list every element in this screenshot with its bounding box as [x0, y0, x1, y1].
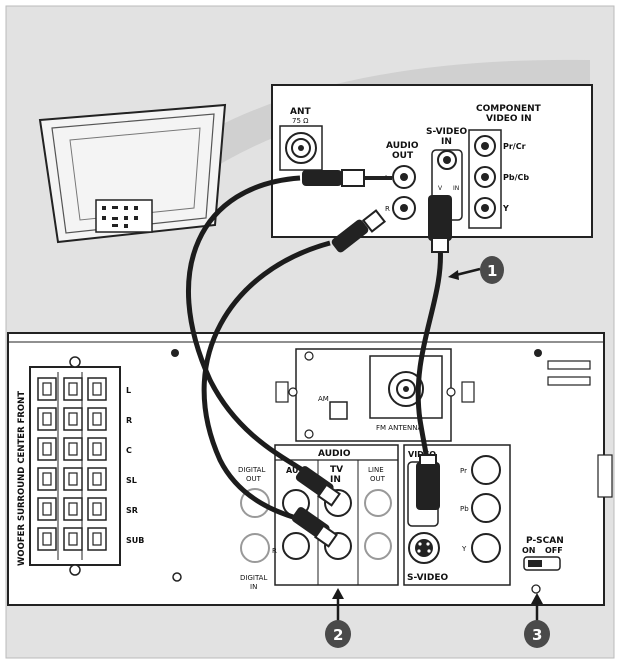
- component-title-1: COMPONENT: [476, 104, 542, 114]
- speaker-row-label: L: [126, 386, 131, 395]
- component-pb-label: Pb/Cb: [503, 173, 529, 182]
- svideo-out-label: S-VIDEO: [407, 573, 448, 583]
- digital-out-label-1: DIGITAL: [238, 466, 265, 474]
- speaker-terminal-slot: [42, 382, 52, 396]
- callout-1: 1: [448, 256, 504, 284]
- ant-ohm-label: 75 Ω: [292, 117, 309, 125]
- pscan-on-label: ON: [522, 546, 536, 555]
- speaker-terminal-slot: [42, 532, 52, 546]
- speaker-terminal-slot: [68, 442, 78, 456]
- speaker-row-label: R: [126, 416, 132, 425]
- video-y-jack: [471, 533, 501, 563]
- speaker-terminal-slot: [92, 472, 102, 486]
- aux-label: AUX: [286, 466, 305, 475]
- aux-r-jack: [282, 532, 310, 560]
- speaker-terminal-slot: [92, 412, 102, 426]
- digital-out-label-2: OUT: [246, 475, 262, 483]
- pscan-switch-group: P-SCAN ON OFF: [522, 536, 564, 594]
- speaker-terminal-slot: [42, 472, 52, 486]
- callout-2-number: 2: [333, 626, 343, 644]
- line-out-r-jack: [364, 532, 392, 560]
- audio-plug-l-tv: [302, 170, 342, 186]
- speaker-row-label: SUB: [126, 536, 144, 545]
- speaker-terminal-slot: [42, 502, 52, 516]
- speaker-terminal-slot: [92, 442, 102, 456]
- audio-out-label-1: AUDIO: [386, 141, 419, 151]
- line-out-label-2: OUT: [370, 475, 386, 483]
- video-pb-jack: [471, 493, 501, 523]
- speaker-terminal-slot: [92, 382, 102, 396]
- callout-3-badge: [524, 620, 550, 648]
- speaker-legend: WOOFER SURROUND CENTER FRONT: [17, 391, 27, 566]
- digital-in-label-1: DIGITAL: [240, 574, 267, 582]
- line-out-label-1: LINE: [368, 466, 384, 474]
- callout-1-badge: [480, 256, 504, 284]
- am-terminal: [329, 401, 348, 420]
- audio-plug-r-tv: [331, 219, 369, 253]
- speaker-terminal-slot: [68, 502, 78, 516]
- tv-rear-view: [38, 103, 227, 244]
- tv-in-label-2: IN: [330, 475, 341, 485]
- callout-3-number: 3: [532, 626, 542, 644]
- antenna-block: AM FM ANTENNA: [275, 348, 475, 442]
- svideo-plug-tv: [428, 195, 452, 241]
- callout-3: 3: [524, 593, 550, 648]
- video-pb-label: Pb: [460, 505, 469, 513]
- callout-2-badge: [325, 620, 351, 648]
- speaker-terminal-slot: [42, 442, 52, 456]
- audio-out-label-2: OUT: [392, 151, 414, 161]
- ant-label: ANT: [290, 107, 311, 117]
- am-label: AM: [318, 395, 329, 403]
- audio-cable-white: [186, 175, 320, 483]
- video-pr-jack: [471, 455, 501, 485]
- speaker-row-label: C: [126, 446, 132, 455]
- pscan-title: P-SCAN: [526, 536, 564, 546]
- speaker-terminal-grid: [37, 377, 107, 551]
- svg-text:IN: IN: [453, 185, 459, 192]
- video-pr-label: Pr: [460, 467, 467, 475]
- speaker-terminal-slot: [92, 502, 102, 516]
- speaker-row-label: SR: [126, 506, 138, 515]
- audio-out-r-label: R: [385, 205, 390, 213]
- video-y-label: Y: [461, 545, 467, 553]
- callout-2: 2: [325, 588, 351, 648]
- callout-1-number: 1: [487, 262, 497, 280]
- speaker-terminal-slot: [68, 382, 78, 396]
- audio-cable-red: [201, 240, 331, 525]
- svideo-in-label-2: IN: [441, 137, 452, 147]
- tv-in-label-1: TV: [330, 465, 343, 475]
- svideo-in-label-1: S-VIDEO: [426, 127, 467, 137]
- svg-text:V: V: [438, 185, 443, 192]
- audio-cables: [186, 169, 392, 548]
- component-y-label: Y: [502, 204, 509, 213]
- tv-connection-panel: ANT 75 Ω AUDIO OUT L R S-VIDEO IN V IN C…: [271, 84, 593, 238]
- component-title-2: VIDEO IN: [486, 114, 532, 124]
- speaker-terminal-slot: [68, 532, 78, 546]
- svideo-cable: [415, 195, 452, 510]
- fm-antenna-label: FM ANTENNA: [376, 424, 422, 432]
- line-out-l-jack: [364, 489, 392, 517]
- speaker-terminal-slot: [68, 472, 78, 486]
- speaker-terminal-slot: [68, 412, 78, 426]
- svideo-plug-receiver: [416, 462, 440, 510]
- component-pr-label: Pr/Cr: [503, 142, 526, 151]
- audio-r-label: R: [272, 547, 277, 555]
- speaker-row-labels: L R C SL SR SUB: [126, 386, 144, 545]
- pscan-off-label: OFF: [545, 546, 563, 555]
- digital-in-label-2: IN: [250, 583, 257, 591]
- audio-header: AUDIO: [318, 449, 351, 459]
- speaker-terminal-slot: [92, 532, 102, 546]
- digital-in-jack: [240, 533, 270, 563]
- speaker-terminal-slot: [42, 412, 52, 426]
- speaker-row-label: SL: [126, 476, 137, 485]
